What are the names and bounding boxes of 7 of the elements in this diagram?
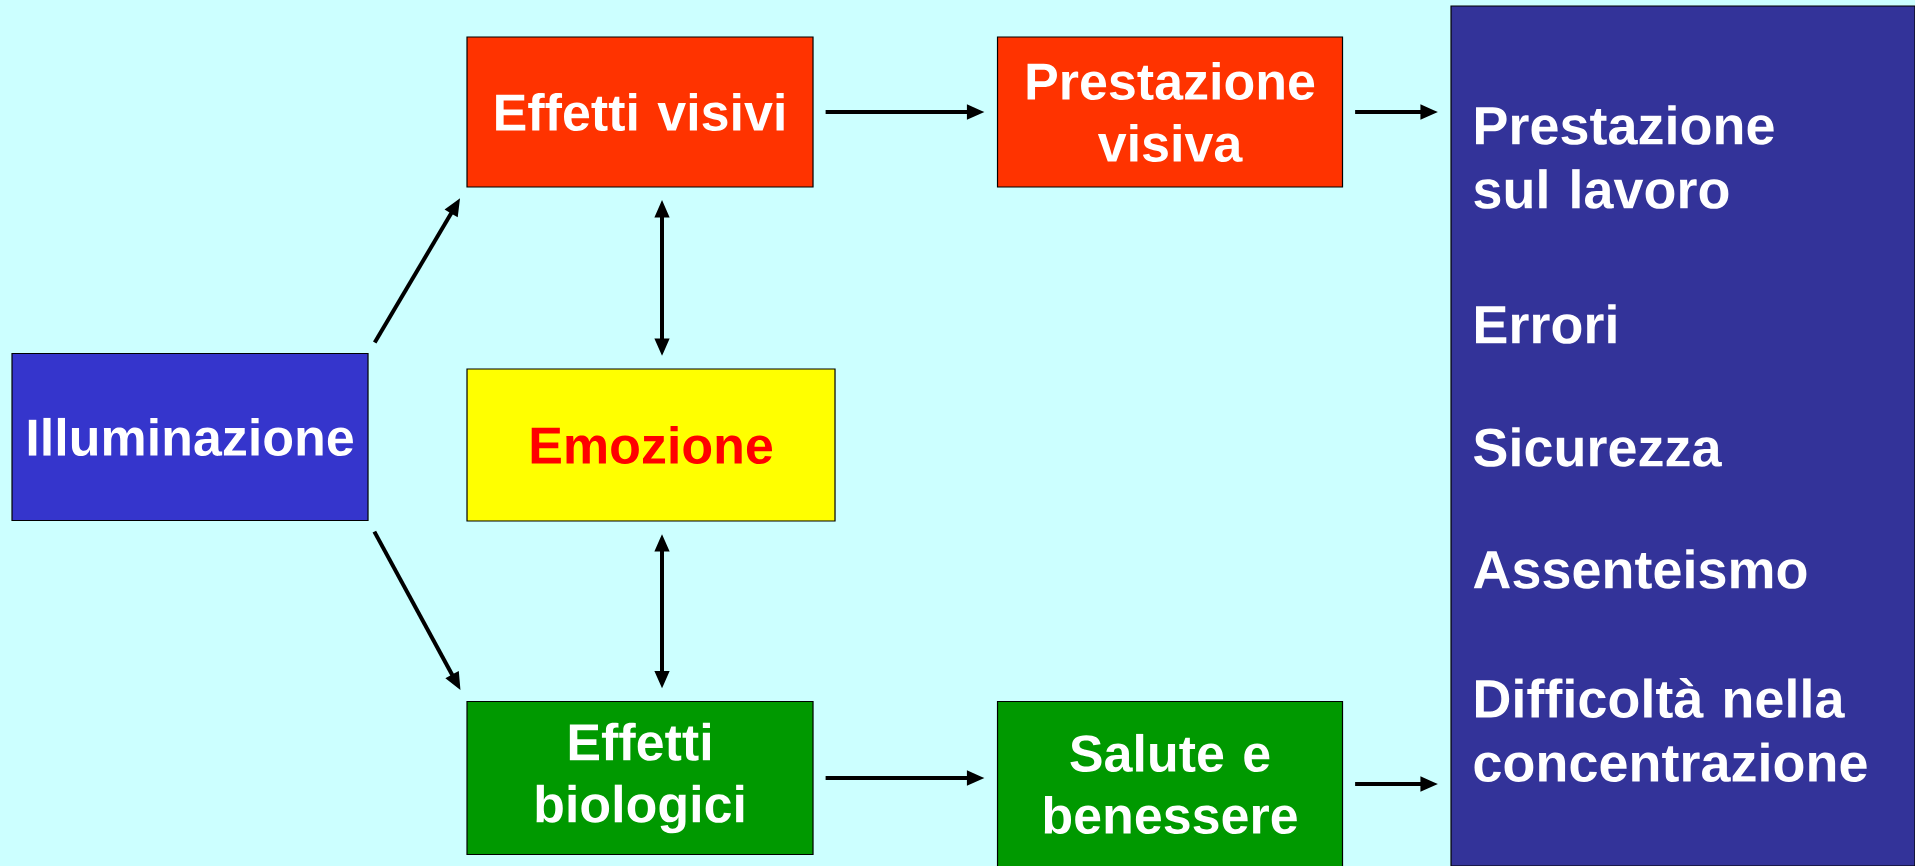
process-box: Effetti visivi <box>466 36 814 188</box>
outcome-panel: Prestazione sul lavoro Errori Sicurezza Assenteismo Difficoltà nella concentrazione <box>1450 5 1915 866</box>
process-box: Illuminazione <box>11 352 369 522</box>
process-box: Salute e benessere <box>996 700 1344 866</box>
process-box: Emozione <box>466 368 836 522</box>
process-box: Effetti biologici <box>466 700 814 856</box>
process-box: Prestazione visiva <box>996 36 1344 188</box>
